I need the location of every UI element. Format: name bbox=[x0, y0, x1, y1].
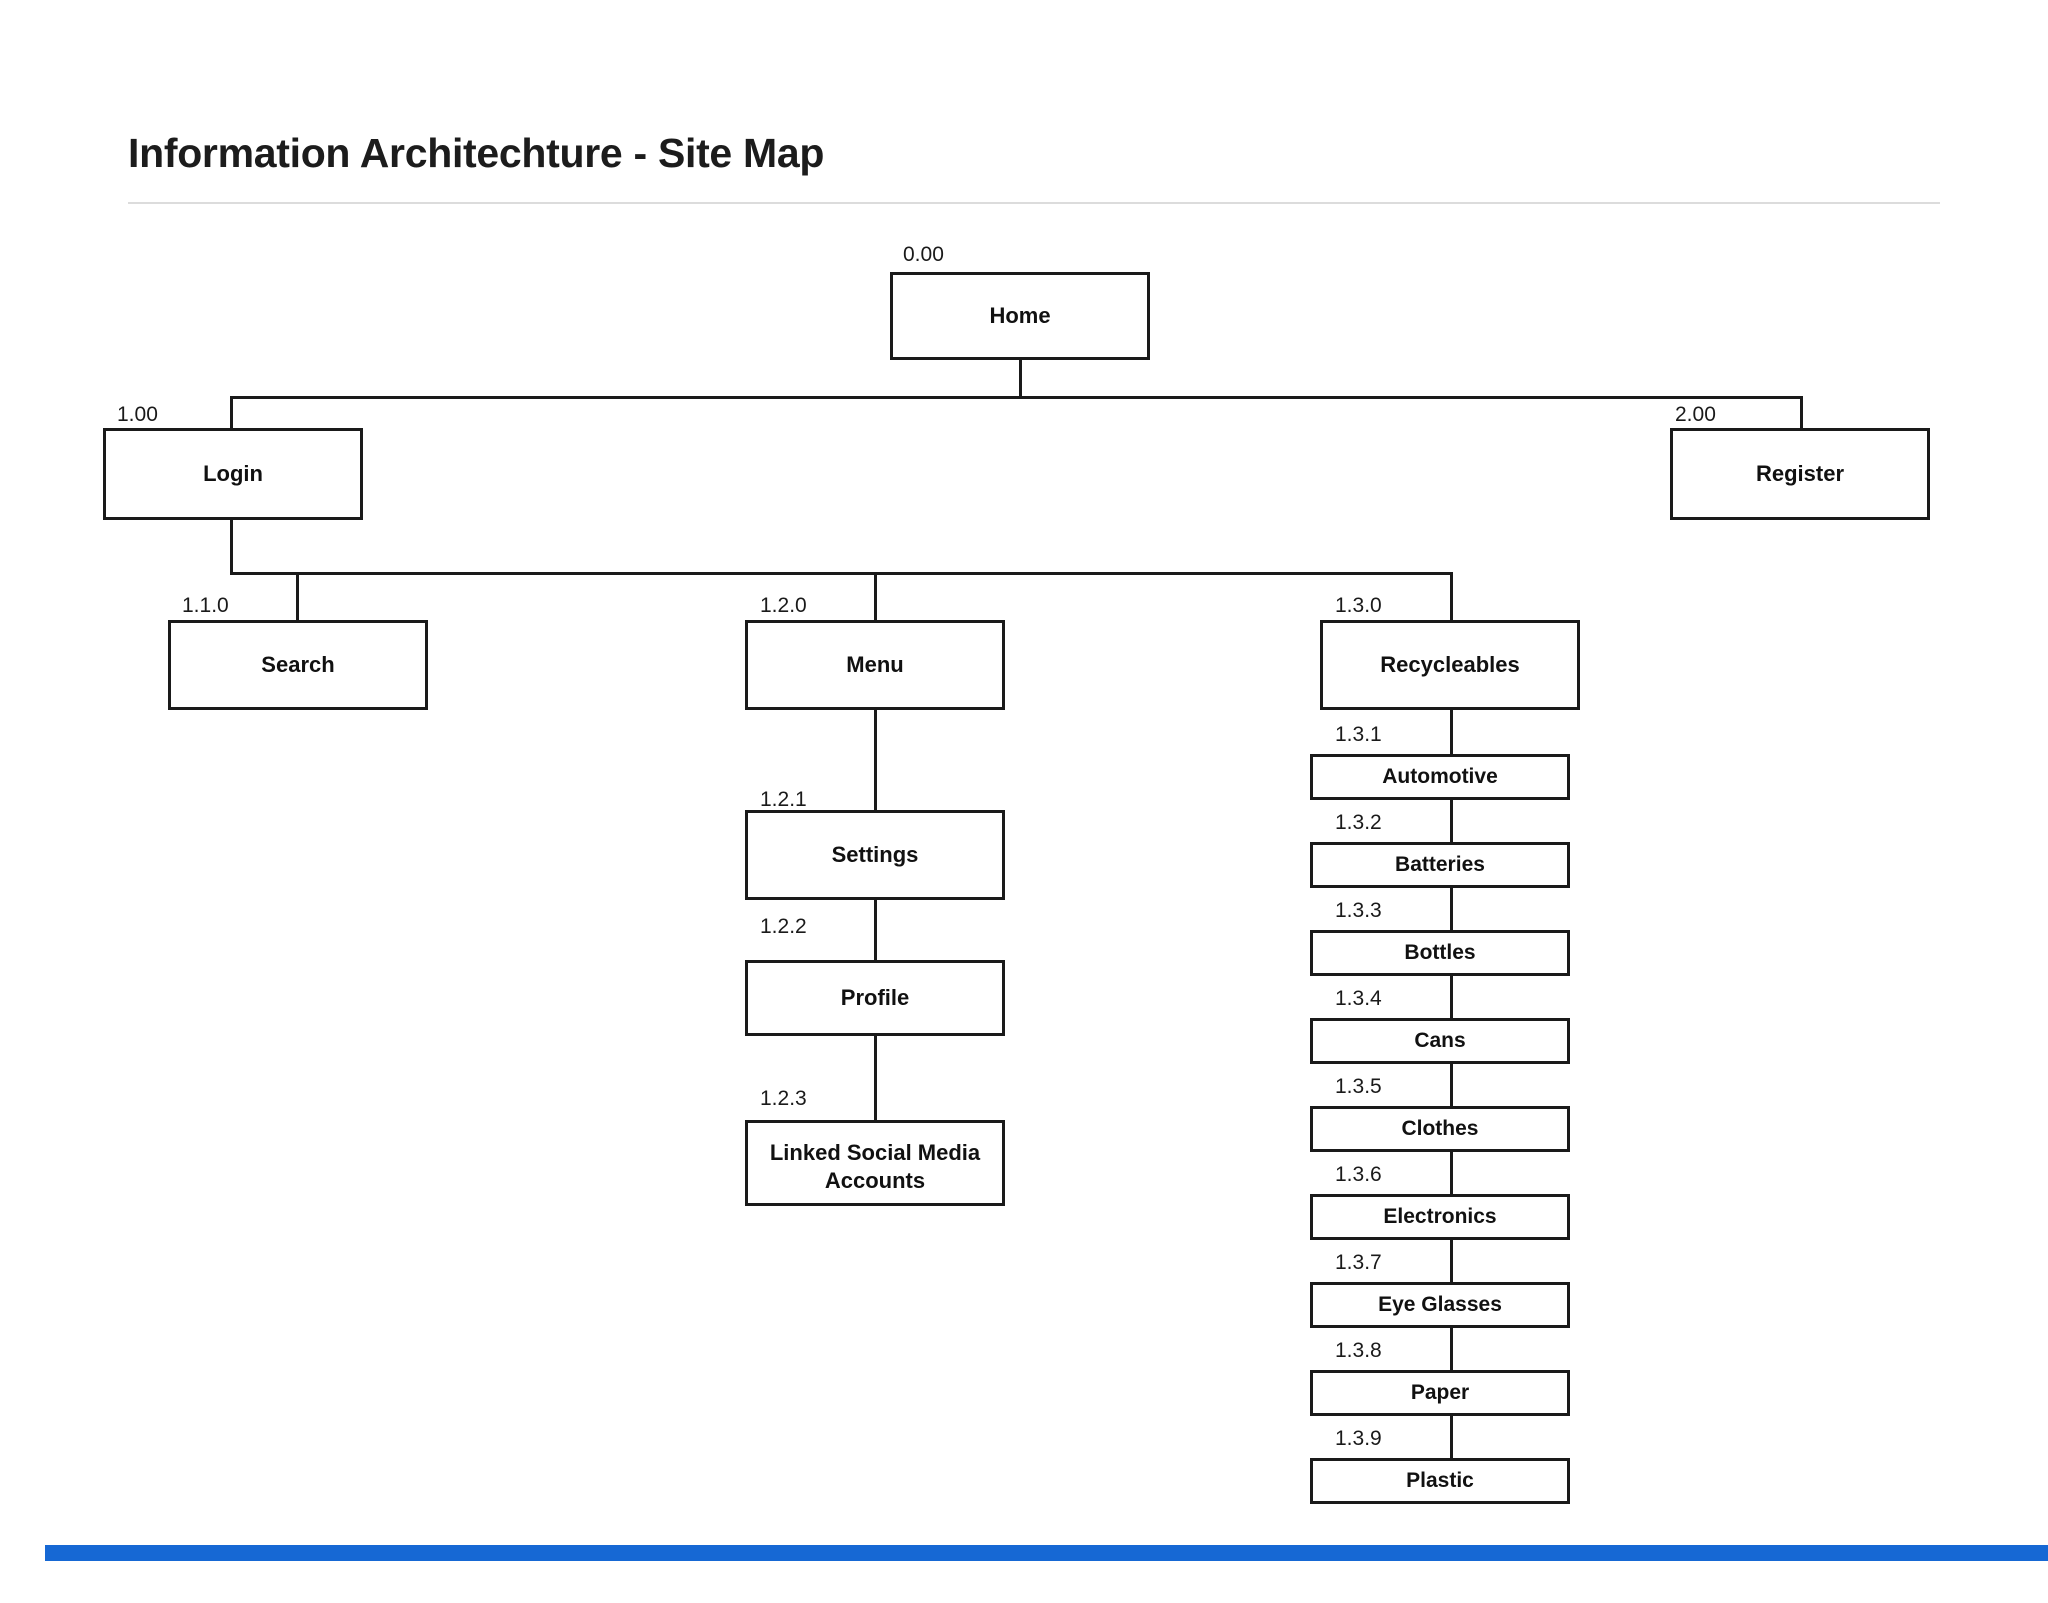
node-bottles[interactable]: Bottles bbox=[1310, 930, 1570, 976]
node-paper-label: Paper bbox=[1410, 1380, 1470, 1404]
node-id-bottles: 1.3.3 bbox=[1335, 899, 1382, 922]
node-id-cans: 1.3.4 bbox=[1335, 987, 1382, 1010]
node-eye-glasses-label: Eye Glasses bbox=[1378, 1292, 1502, 1316]
node-search[interactable]: Search bbox=[168, 620, 428, 710]
edge-recycleables-automotive bbox=[1450, 710, 1453, 754]
node-search-label: Search bbox=[261, 652, 335, 678]
node-menu[interactable]: Menu bbox=[745, 620, 1005, 710]
edge-login-down bbox=[230, 520, 233, 574]
node-id-batteries: 1.3.2 bbox=[1335, 811, 1382, 834]
header-divider bbox=[128, 202, 1940, 204]
node-batteries-label: Batteries bbox=[1395, 852, 1485, 876]
edge-settings-profile bbox=[874, 874, 877, 960]
edge-bus-to-register bbox=[1800, 396, 1803, 428]
node-recycleables-label: Recycleables bbox=[1380, 652, 1520, 678]
edge-login-bus bbox=[230, 572, 1452, 575]
node-id-login: 1.00 bbox=[117, 403, 158, 426]
edge-profile-linked bbox=[874, 1036, 877, 1120]
edge-bus-to-recycleables bbox=[1450, 572, 1453, 620]
node-menu-label: Menu bbox=[846, 652, 904, 678]
edge-eyeglasses-paper bbox=[1450, 1328, 1453, 1372]
node-cans[interactable]: Cans bbox=[1310, 1018, 1570, 1064]
node-id-profile: 1.2.2 bbox=[760, 915, 807, 938]
node-eye-glasses[interactable]: Eye Glasses bbox=[1310, 1282, 1570, 1328]
node-clothes[interactable]: Clothes bbox=[1310, 1106, 1570, 1152]
node-bottles-label: Bottles bbox=[1404, 940, 1476, 964]
edge-automotive-batteries bbox=[1450, 800, 1453, 844]
page-title: Information Architechture - Site Map bbox=[128, 130, 825, 176]
edge-home-bus bbox=[230, 396, 1803, 399]
node-electronics-label: Electronics bbox=[1383, 1204, 1497, 1228]
node-id-automotive: 1.3.1 bbox=[1335, 723, 1382, 746]
node-login[interactable]: Login bbox=[103, 428, 363, 520]
node-login-label: Login bbox=[203, 461, 263, 487]
node-plastic-label: Plastic bbox=[1406, 1468, 1474, 1492]
node-home[interactable]: Home bbox=[890, 272, 1150, 360]
node-register[interactable]: Register bbox=[1670, 428, 1930, 520]
node-id-settings: 1.2.1 bbox=[760, 788, 807, 811]
node-automotive-label: Automotive bbox=[1382, 764, 1498, 788]
node-id-electronics: 1.3.6 bbox=[1335, 1163, 1382, 1186]
edge-bus-to-search bbox=[296, 572, 299, 620]
edge-cans-clothes bbox=[1450, 1064, 1453, 1108]
node-id-clothes: 1.3.5 bbox=[1335, 1075, 1382, 1098]
node-linked-social-media-accounts[interactable]: Linked Social Media Accounts bbox=[745, 1120, 1005, 1206]
node-home-label: Home bbox=[989, 303, 1051, 329]
footer-accent-bar bbox=[45, 1545, 2048, 1561]
node-id-plastic: 1.3.9 bbox=[1335, 1427, 1382, 1450]
edge-electronics-eyeglasses bbox=[1450, 1240, 1453, 1284]
edge-bottles-cans bbox=[1450, 976, 1453, 1020]
node-settings-label: Settings bbox=[831, 842, 919, 868]
edge-bus-to-menu bbox=[874, 572, 877, 620]
node-id-linked: 1.2.3 bbox=[760, 1087, 807, 1110]
node-electronics[interactable]: Electronics bbox=[1310, 1194, 1570, 1240]
edge-paper-plastic bbox=[1450, 1416, 1453, 1460]
node-batteries[interactable]: Batteries bbox=[1310, 842, 1570, 888]
edge-menu-settings bbox=[874, 710, 877, 810]
node-profile-label: Profile bbox=[840, 985, 910, 1011]
node-id-menu: 1.2.0 bbox=[760, 594, 807, 617]
node-profile[interactable]: Profile bbox=[745, 960, 1005, 1036]
node-id-home: 0.00 bbox=[903, 243, 944, 266]
node-recycleables[interactable]: Recycleables bbox=[1320, 620, 1580, 710]
node-paper[interactable]: Paper bbox=[1310, 1370, 1570, 1416]
edge-home-down bbox=[1019, 358, 1022, 398]
node-id-paper: 1.3.8 bbox=[1335, 1339, 1382, 1362]
node-automotive[interactable]: Automotive bbox=[1310, 754, 1570, 800]
edge-bus-to-login bbox=[230, 396, 233, 428]
node-id-search: 1.1.0 bbox=[182, 594, 229, 617]
node-linked-social-media-accounts-label: Linked Social Media Accounts bbox=[769, 1140, 981, 1193]
node-settings[interactable]: Settings bbox=[745, 810, 1005, 900]
edge-clothes-electronics bbox=[1450, 1152, 1453, 1196]
node-plastic[interactable]: Plastic bbox=[1310, 1458, 1570, 1504]
node-id-eyeglasses: 1.3.7 bbox=[1335, 1251, 1382, 1274]
node-register-label: Register bbox=[1755, 461, 1845, 487]
node-clothes-label: Clothes bbox=[1401, 1116, 1479, 1140]
node-cans-label: Cans bbox=[1414, 1028, 1466, 1052]
edge-batteries-bottles bbox=[1450, 888, 1453, 932]
node-id-register: 2.00 bbox=[1675, 403, 1716, 426]
node-id-recycleables: 1.3.0 bbox=[1335, 594, 1382, 617]
